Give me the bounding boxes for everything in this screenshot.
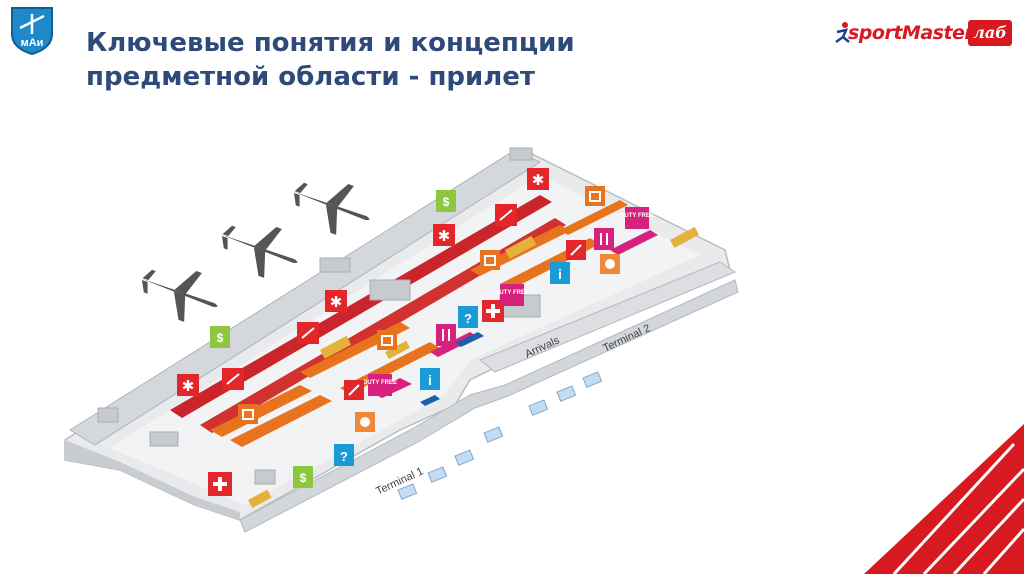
svg-text:i: i (558, 266, 562, 282)
star-sign-icon: ✱ (433, 224, 455, 246)
sportmaster-logo: sportMaster лаб (835, 20, 1018, 50)
customs-icon (344, 380, 364, 400)
svg-text:i: i (428, 372, 432, 388)
svg-text:✱: ✱ (330, 294, 343, 311)
title-line-2: предметной области - прилет (86, 62, 535, 92)
currency-exchange-icon: $ (293, 466, 313, 488)
restaurant-icon (436, 324, 456, 346)
brand-lab-badge: лаб (968, 20, 1012, 46)
svg-text:$: $ (443, 195, 450, 209)
star-sign-icon: ✱ (177, 374, 199, 396)
cars (397, 371, 603, 500)
customs-icon (566, 240, 586, 260)
svg-text:?: ? (464, 311, 472, 326)
runner-icon (835, 22, 850, 44)
info-desks (420, 332, 484, 406)
duty-free-sign: DUTY FREE (495, 284, 529, 306)
baggage-icon (238, 404, 258, 424)
plane-glyph-icon (19, 14, 45, 34)
currency-exchange-icon: $ (436, 190, 456, 212)
duty-free-sign: DUTY FREE (620, 207, 654, 229)
info-icon: ? (458, 306, 478, 328)
svg-text:✱: ✱ (532, 172, 545, 189)
first-aid-icon (208, 472, 232, 496)
page-title: Ключевые понятия и концепции предметной … (86, 26, 575, 94)
baggage-icon (480, 250, 500, 270)
baggage-icon (585, 186, 605, 206)
info-icon: i (420, 368, 440, 390)
cart-areas (248, 226, 699, 508)
star-sign-icon: ✱ (527, 168, 549, 190)
title-line-1: Ключевые понятия и концепции (86, 28, 575, 58)
svg-text:DUTY FREE: DUTY FREE (620, 213, 654, 219)
svg-text:✱: ✱ (438, 228, 451, 245)
baggage-icon (377, 330, 397, 350)
star-sign-icon: ✱ (325, 290, 347, 312)
customs-icon (297, 322, 319, 344)
customs-icon (495, 204, 517, 226)
svg-text:DUTY FREE: DUTY FREE (363, 380, 397, 386)
decorative-corner-stripes (864, 424, 1024, 574)
svg-text:$: $ (217, 331, 224, 345)
plane-icon-2 (211, 209, 307, 287)
mai-logo: мАи (11, 7, 53, 56)
first-aid-icon (482, 300, 504, 322)
transport-icon (600, 254, 620, 274)
plane-icon-3 (131, 253, 227, 331)
logo-text: мАи (21, 37, 44, 49)
plane-icon-1 (283, 166, 379, 244)
restaurant-icon (594, 228, 614, 250)
svg-text:$: $ (300, 471, 307, 485)
svg-text:DUTY FREE: DUTY FREE (495, 290, 529, 296)
svg-text:?: ? (340, 449, 348, 464)
currency-exchange-icon: $ (210, 326, 230, 348)
svg-text:✱: ✱ (182, 378, 195, 395)
duty-free-sign: DUTY FREE (363, 374, 397, 396)
signage: ✱ ✱ ✱ ✱ $ $ $ i i ? ? DUTY FREE DUTY FRE… (177, 168, 654, 496)
customs-icon (222, 368, 244, 390)
info-icon: i (550, 262, 570, 284)
info-icon: ? (334, 444, 354, 466)
transport-icon (355, 412, 375, 432)
brand-name: sportMaster (848, 22, 974, 44)
